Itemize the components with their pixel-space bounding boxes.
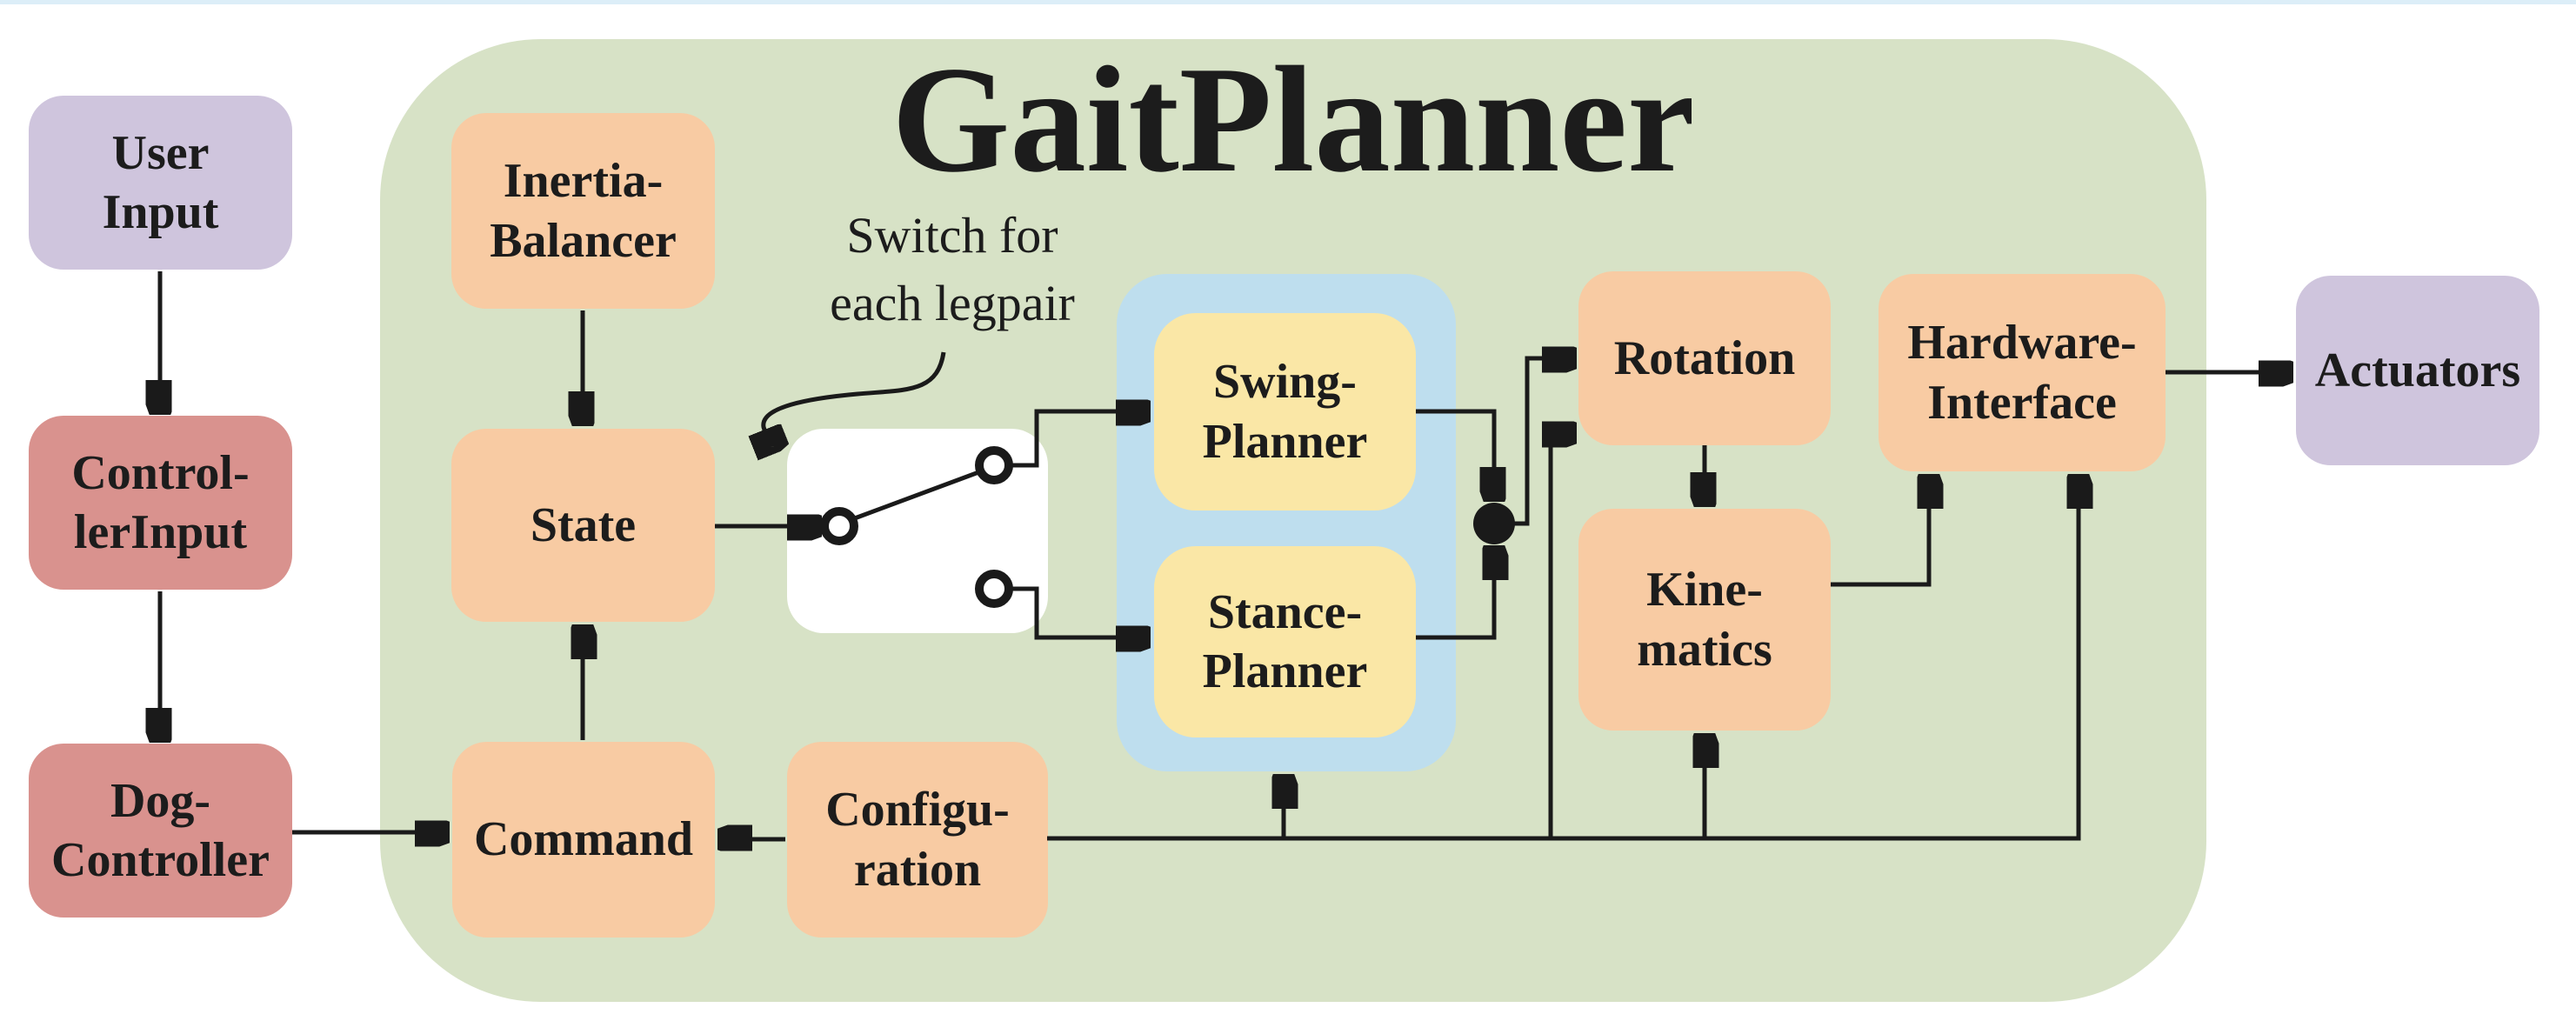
node-configuration: Configu- ration [787,742,1048,938]
node-controller-input: Control- lerInput [29,416,292,590]
node-swing-planner: Swing- Planner [1154,313,1416,510]
node-command: Command [452,742,715,938]
top-border-bar [0,0,2576,4]
diagram-title: GaitPlanner [891,35,1695,204]
node-hardware-interface: Hardware- Interface [1879,274,2166,471]
legpair-switch-box [787,429,1048,633]
node-rotation: Rotation [1578,271,1831,445]
node-dog-controller: Dog- Controller [29,744,292,918]
node-stance-planner: Stance- Planner [1154,546,1416,737]
node-kinematics: Kine- matics [1578,509,1831,731]
node-actuators: Actuators [2296,276,2539,465]
switch-annotation: Switch for each legpair [830,207,1075,332]
node-inertia-balancer: Inertia- Balancer [451,113,715,309]
node-user-input: User Input [29,96,292,270]
node-state: State [451,429,715,622]
